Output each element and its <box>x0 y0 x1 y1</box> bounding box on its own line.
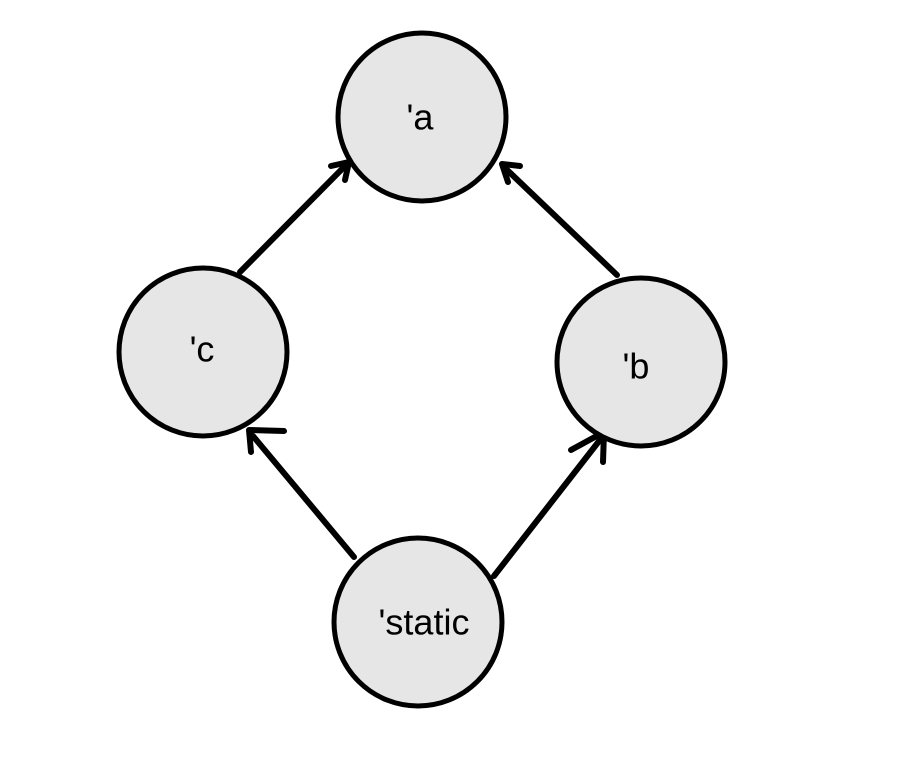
edge-b-to-a <box>499 161 620 278</box>
node-static-label: 'static <box>379 602 470 643</box>
node-c: 'c <box>116 265 290 439</box>
node-a: 'a <box>335 30 509 204</box>
edge-static-to-c <box>246 427 357 560</box>
node-static: 'static <box>331 535 505 709</box>
node-c-label: 'c <box>190 329 215 370</box>
node-b: 'b <box>554 275 728 449</box>
edge-static-to-b <box>491 429 607 579</box>
node-b-label: 'b <box>623 346 650 387</box>
edge-c-to-a <box>237 159 352 275</box>
node-a-label: 'a <box>407 97 435 138</box>
